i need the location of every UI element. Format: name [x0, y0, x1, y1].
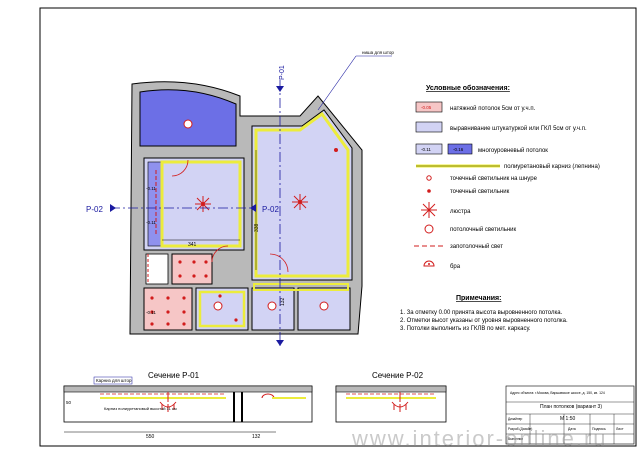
section-bra — [261, 393, 275, 399]
sheet-frame — [39, 7, 637, 447]
legend-swatch-text: -0.05 — [421, 105, 432, 110]
spot-lights — [150, 260, 238, 326]
title-col: Лист — [616, 427, 624, 431]
legend-item-label: потолочный светильник — [450, 226, 517, 233]
notes-line: 2. Отметки высот указаны от уровня выров… — [400, 318, 568, 324]
section-arrow — [110, 204, 116, 212]
section-label-top: P-01 — [279, 65, 286, 80]
cornice-main-room — [254, 111, 350, 278]
legend-swatch-multilevel-a — [415, 143, 443, 155]
section-label-left: P-02 — [86, 205, 103, 214]
multilevel-strip-left — [147, 161, 163, 247]
title-row: Выполнил — [508, 437, 523, 441]
legend-item-label: полиуретановый карниз (лепнина) — [504, 163, 600, 170]
chandelier-left — [195, 196, 211, 212]
section-title: Сечение Р-01 — [148, 371, 200, 380]
balcony-multilevel-ceiling — [139, 89, 237, 147]
section-dim: 550 — [146, 434, 155, 440]
title-sheet: План потолков (вариант 3) — [540, 404, 602, 410]
legend-item-label: многоуровневый потолок — [478, 147, 548, 154]
section-dim: 132 — [252, 434, 261, 440]
legend-item-label: точечный светильник — [450, 188, 510, 195]
legend: Условные обозначения: -0.05 натяжной пот… — [414, 84, 600, 270]
niche-label: ниша для штор — [362, 50, 394, 55]
notes: Примечания: 1. За отметку 0.00 принята в… — [400, 295, 568, 332]
section-arrow — [276, 86, 284, 92]
ceiling-light-symbol — [213, 301, 223, 311]
cornice-left-room — [160, 160, 242, 248]
notes-title: Примечания: — [456, 295, 501, 302]
legend-item-label: натяжной потолок 5см от у.ч.п. — [450, 105, 536, 112]
section-arrow — [250, 204, 256, 212]
ceiling-light-symbol — [183, 119, 193, 129]
watermark: www.interior-online.ru — [351, 426, 608, 451]
section-chandelier — [159, 392, 177, 412]
section-note: Карниз полиуретановый высотой 11 см — [104, 406, 177, 411]
section-p01: Сечение Р-01 Карниз для штор Карниз поли… — [63, 371, 313, 440]
legend-pendant-spot-icon — [426, 175, 432, 181]
legend-swatch-text: -0.11 — [421, 147, 431, 152]
section-arrow — [276, 340, 284, 346]
legend-item-label: запотолочный свет — [450, 243, 503, 250]
cornice-corridor — [253, 283, 349, 291]
legend-title: Условные обозначения: — [426, 84, 510, 92]
title-block: Адрес объекта: г.Москва, Варшавское шосс… — [505, 385, 635, 445]
legend-item-label: люстра — [450, 209, 471, 215]
title-col: Дата — [568, 427, 576, 431]
title-address: Адрес объекта: г.Москва, Варшавское шосс… — [510, 391, 605, 395]
leader-line — [317, 55, 357, 111]
room-pink-small — [171, 253, 213, 285]
legend-chandelier-icon — [421, 202, 437, 218]
notes-line: 1. За отметку 0.00 принята высота выровн… — [400, 310, 563, 316]
dimension-338: 338 — [254, 223, 260, 232]
dimension-341: 341 — [188, 242, 197, 248]
legend-item-label: бра — [450, 264, 461, 270]
section-title: Сечение Р-02 — [372, 371, 424, 380]
cornice-hall — [198, 290, 246, 328]
door-arc — [211, 245, 229, 263]
legend-item-label: точечный светильник на шнуре — [450, 175, 538, 182]
door-arc — [171, 159, 189, 177]
level-tag: -0.11 — [146, 310, 156, 315]
title-scale: М 1:50 — [560, 416, 576, 422]
section-note: Карниз для штор — [96, 378, 132, 383]
section-note-box — [93, 376, 133, 385]
floor-plan: 341 338 132 -0.11 -0.11 -0.11 — [129, 81, 363, 335]
section-label-right: P-02 — [262, 205, 279, 214]
section-ceiling-band — [335, 385, 447, 393]
kitchen-niche — [145, 253, 169, 285]
room-main — [251, 109, 353, 281]
title-col: Подпись — [592, 427, 606, 431]
wall-light-symbol — [334, 148, 338, 152]
legend-swatch-text: -0.16 — [453, 147, 464, 152]
ceiling-light-symbol — [319, 301, 329, 311]
chandelier-main — [292, 194, 308, 210]
section-dim: 50 — [66, 400, 72, 405]
room-hall — [195, 287, 249, 331]
section-chandelier — [391, 392, 409, 412]
legend-spot-icon — [427, 189, 431, 193]
dimension-132: 132 — [280, 297, 286, 306]
legend-swatch-plaster — [415, 121, 443, 133]
title-row: Разраб.(Дизайн) — [508, 427, 532, 431]
legend-swatch-multilevel-b — [447, 143, 473, 155]
door-arc — [269, 253, 289, 273]
notes-line: 3. Потолки выполнить из ГКЛВ по мет. кар… — [400, 326, 531, 332]
level-tag: -0.11 — [146, 220, 156, 225]
legend-wall-light-dot — [428, 263, 430, 265]
title-row: Дизайнер — [508, 417, 522, 421]
ceiling-light-symbol — [267, 301, 277, 311]
legend-item-label: выравнивание штукатуркой или ГКЛ 5см от … — [450, 125, 587, 132]
level-tag: -0.11 — [146, 186, 156, 191]
legend-swatch-stretch — [415, 101, 443, 113]
section-p02: Сечение Р-02 — [335, 371, 447, 423]
section-ceiling-band — [63, 385, 313, 393]
legend-wall-light-icon — [423, 260, 435, 267]
legend-ceiling-light-icon — [424, 224, 434, 234]
